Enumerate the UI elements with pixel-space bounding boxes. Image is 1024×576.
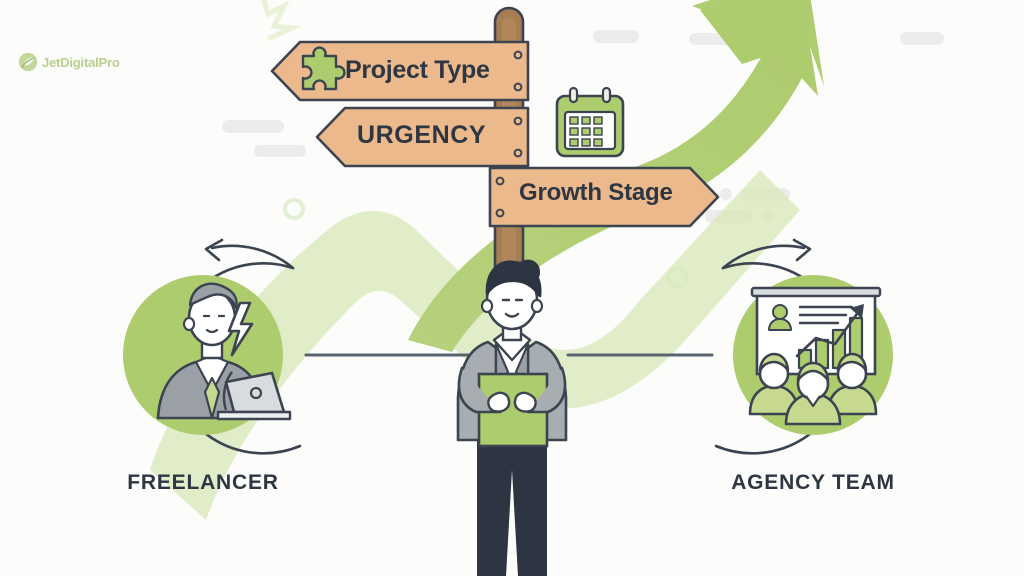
node-caption-freelancer: FREELANCER: [127, 471, 279, 494]
sign-project-type[interactable]: [270, 40, 530, 102]
person-holding-clipboard-icon: [456, 259, 568, 576]
sign-growth-stage[interactable]: [488, 166, 720, 228]
brand-name: JetDigitalPro: [42, 54, 120, 70]
node-freelancer[interactable]: [123, 238, 302, 455]
agency-team-presentation-icon: [748, 286, 882, 426]
freelancer-laptop-icon: [156, 282, 292, 421]
brand-logo[interactable]: JetDigitalPro: [18, 52, 120, 72]
leaf-circle-icon: [18, 52, 38, 72]
secondary-growth-arrow-icon: [150, 170, 800, 520]
decoration-wisp-icon: [261, 0, 302, 41]
calendar-icon: [555, 86, 625, 158]
node-caption-agency-team: AGENCY TEAM: [731, 471, 895, 494]
lightning-bolt-icon: [227, 301, 254, 357]
node-agency-team[interactable]: [714, 238, 893, 455]
puzzle-piece-icon: [301, 46, 346, 91]
sign-urgency[interactable]: [315, 106, 530, 168]
